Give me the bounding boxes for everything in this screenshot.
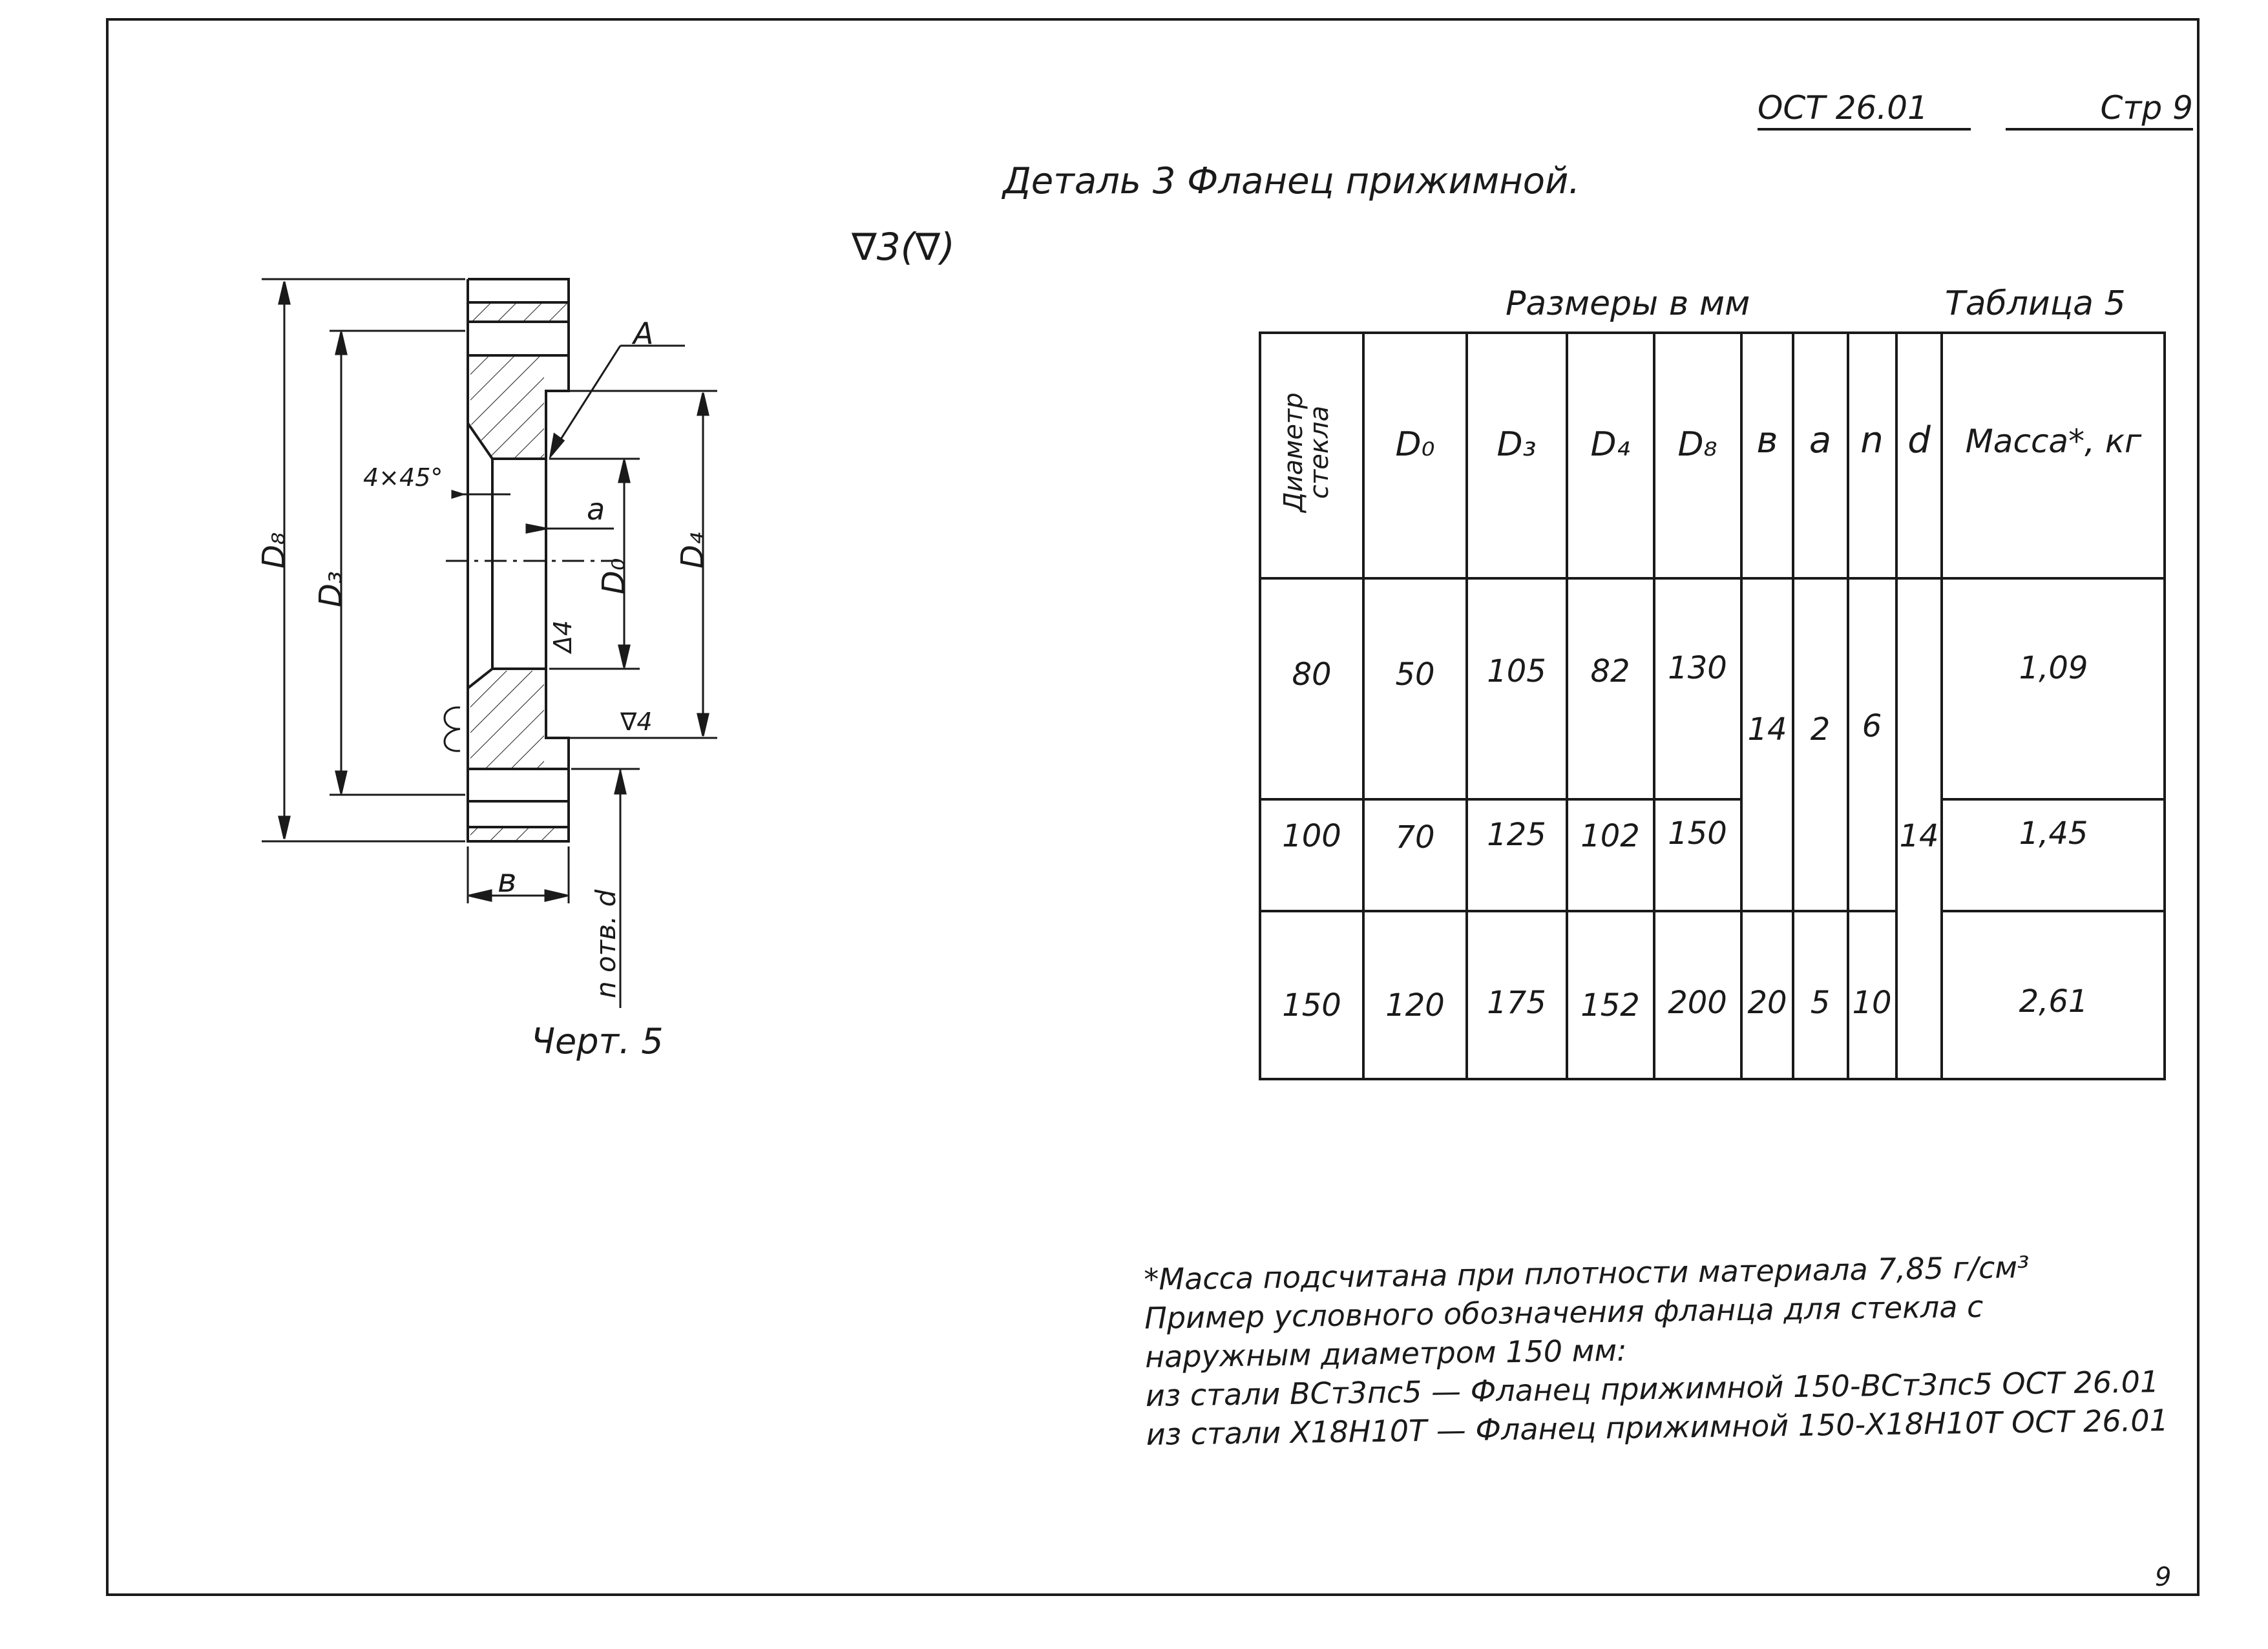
cell-glass: 100 [1282,818,1341,854]
header-glass-line1: Диаметр [1279,392,1308,513]
cell-d3: 105 [1487,653,1546,689]
merged-b: 14 [1747,711,1787,748]
cell-glass: 150 [1282,987,1341,1024]
label-holes: n отв. d [590,889,622,998]
cell-d8: 200 [1668,985,1727,1021]
header-n: n [1860,419,1884,461]
cell-b: 20 [1747,985,1787,1021]
label-b: в [498,862,516,899]
header-a: a [1809,419,1831,461]
cell-glass: 80 [1292,656,1331,693]
header-standard: ОСТ 26.01 [1758,89,1971,131]
header-d8: D₈ [1678,425,1717,464]
merged-d: 14 [1899,818,1938,854]
drawing-caption: Черт. 5 [531,1021,664,1062]
cell-d0: 70 [1395,819,1434,856]
cell-d4: 82 [1590,653,1630,689]
table-number: Таблица 5 [1945,284,2126,323]
flange-drawing: A 4×45° a ∇4 в D₈ D₃ D₀ D₄ Δ4 n отв. d [256,278,717,1008]
header-d3: D₃ [1497,425,1537,464]
merged-a: 2 [1811,711,1831,748]
label-rough4: ∇4 [620,708,653,736]
cell-d4: 152 [1580,987,1640,1024]
cell-d8: 130 [1668,650,1727,686]
cell-mass: 1,09 [2019,650,2088,686]
cell-n: 10 [1852,985,1891,1021]
label-a-section: A [631,316,653,351]
table-row: 80 50 105 82 130 1,09 [1292,650,2088,693]
header-glass-line2: стекла [1305,406,1334,499]
page-title: Деталь 3 Фланец прижимной. [1003,160,1580,202]
label-d3: D₃ [313,571,349,607]
page-number: 9 [2155,1562,2172,1592]
cell-a: 5 [1811,985,1831,1021]
page-frame [106,18,2200,1596]
merged-n: 6 [1862,708,1882,744]
label-d0: D₀ [596,558,632,594]
table-caption: Размеры в мм [1506,284,1750,323]
footnote: *Масса подсчитана при плотности материал… [1144,1246,2168,1454]
dimensions-table: Диаметр стекла D₀ D₃ D₄ D₈ в a n d Масса… [1259,331,2166,1080]
header-b: в [1756,419,1778,461]
label-d4: D₄ [675,532,711,569]
label-d8: D₈ [256,532,292,569]
cell-d4: 102 [1580,818,1640,854]
header-d4: D₄ [1591,425,1630,464]
cell-d0: 50 [1395,656,1434,693]
label-delta4: Δ4 [549,620,577,655]
header-mass: Масса*, кг [1966,423,2142,460]
header-d0: D₀ [1396,425,1435,464]
header-d: d [1907,419,1931,461]
table-row: 150 120 175 152 200 20 5 10 2,61 [1282,983,2088,1024]
cell-d3: 175 [1487,985,1546,1021]
label-chamfer: 4×45° [363,463,443,492]
cell-mass: 2,61 [2019,983,2088,1020]
cell-d8: 150 [1668,815,1727,852]
label-a: a [587,492,605,527]
table-row: 100 70 125 102 150 1,45 [1282,815,2088,856]
header-page-label: Стр 9 [2006,89,2193,131]
cell-d0: 120 [1385,987,1445,1024]
roughness-mark: ∇3(∇) [852,225,955,269]
cell-d3: 125 [1487,817,1546,853]
cell-mass: 1,45 [2019,815,2088,852]
